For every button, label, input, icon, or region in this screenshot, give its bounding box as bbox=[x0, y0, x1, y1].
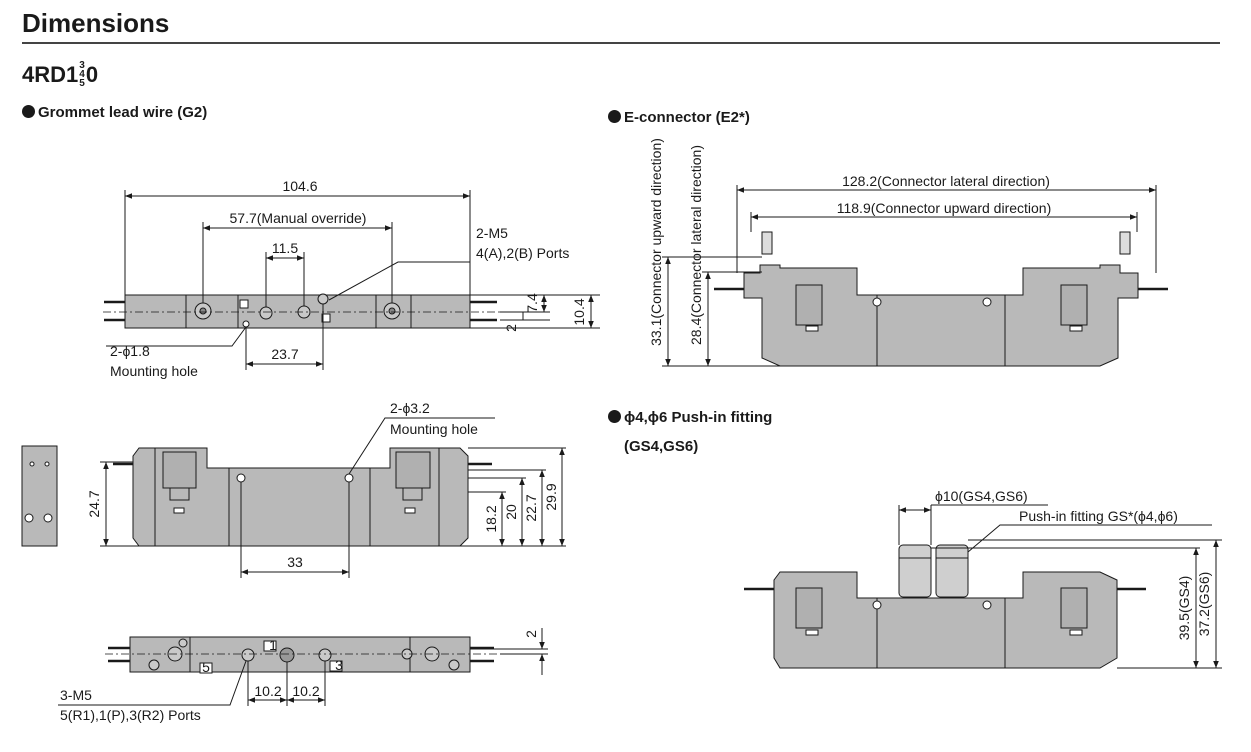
dim-37-2: 37.2(GS6) bbox=[1196, 572, 1212, 637]
dim-28-4: 28.4(Connector lateral direction) bbox=[688, 145, 704, 345]
port-mark-3: 3 bbox=[335, 657, 343, 673]
dim-128-2: 128.2(Connector lateral direction) bbox=[842, 173, 1050, 189]
model-frac-top: 3 bbox=[79, 59, 85, 71]
dim-2-bottom: 2 bbox=[523, 630, 539, 638]
top-view bbox=[103, 190, 600, 370]
dim-33-1: 33.1(Connector upward direction) bbox=[648, 138, 664, 346]
pushin-fitting-left bbox=[898, 544, 932, 598]
dim-10-4: 10.4 bbox=[571, 298, 587, 325]
section-pushin-label: ϕ4,ϕ6 Push-in fitting bbox=[624, 409, 773, 426]
dim-22-7: 22.7 bbox=[523, 494, 539, 521]
valve-body-side bbox=[132, 447, 469, 547]
dim-11-5: 11.5 bbox=[272, 240, 298, 256]
label-hole-3-2: 2-ϕ3.2 bbox=[390, 400, 430, 416]
dim-24-7: 24.7 bbox=[86, 490, 102, 517]
dim-39-5: 39.5(GS4) bbox=[1176, 576, 1192, 641]
section-pushin: ϕ4,ϕ6 Push-in fitting bbox=[608, 409, 772, 426]
model-suffix: 0 bbox=[85, 62, 99, 87]
section-pushin-sub: (GS4,GS6) bbox=[624, 438, 699, 455]
valve-body-econnector bbox=[743, 264, 1139, 367]
pushin-fitting-right bbox=[935, 544, 969, 598]
dim-2-top: 2 bbox=[503, 324, 519, 332]
label-pushin-gs: Push-in fitting GS*(ϕ4,ϕ6) bbox=[1019, 508, 1178, 524]
model-frac-bot: 5 bbox=[79, 77, 85, 89]
valve-body-pushin bbox=[773, 571, 1118, 669]
dim-57-7: 57.7(Manual override) bbox=[230, 210, 367, 226]
section-grommet-label: Grommet lead wire (G2) bbox=[38, 104, 208, 121]
label-4a-2b-ports: 4(A),2(B) Ports bbox=[476, 245, 569, 261]
dim-10-2-a: 10.2 bbox=[254, 683, 281, 699]
section-grommet: Grommet lead wire (G2) bbox=[22, 104, 207, 121]
end-view-small bbox=[21, 445, 58, 547]
bullet-icon bbox=[22, 105, 35, 118]
section-econnector: E-connector (E2*) bbox=[608, 109, 750, 126]
dim-104-6: 104.6 bbox=[282, 178, 317, 194]
port-mark-1: 1 bbox=[269, 637, 277, 653]
dim-10-2-b: 10.2 bbox=[292, 683, 319, 699]
model-frac-mid: 4 bbox=[79, 68, 85, 80]
dim-118-9: 118.9(Connector upward direction) bbox=[837, 200, 1052, 216]
label-phi10: ϕ10(GS4,GS6) bbox=[935, 488, 1028, 504]
label-ports-5r1: 5(R1),1(P),3(R2) Ports bbox=[60, 707, 201, 723]
page-title: Dimensions bbox=[22, 8, 170, 38]
bottom-view bbox=[58, 628, 548, 706]
dim-20: 20 bbox=[503, 504, 519, 520]
title-rule bbox=[22, 42, 1220, 44]
label-hole-1-8: 2-ϕ1.8 bbox=[110, 343, 150, 359]
bullet-icon bbox=[608, 410, 621, 423]
dim-29-9: 29.9 bbox=[543, 483, 559, 510]
bullet-icon bbox=[608, 110, 621, 123]
dim-33: 33 bbox=[287, 554, 303, 570]
side-view bbox=[100, 417, 566, 578]
label-mounting-hole-b: Mounting hole bbox=[390, 421, 478, 437]
valve-body-top bbox=[124, 294, 471, 329]
section-econnector-label: E-connector (E2*) bbox=[624, 109, 750, 126]
econnector-view bbox=[662, 185, 1168, 367]
pushin-view bbox=[744, 504, 1222, 669]
dim-23-7: 23.7 bbox=[271, 346, 298, 362]
dim-18-2: 18.2 bbox=[483, 505, 499, 532]
label-mounting-hole-a: Mounting hole bbox=[110, 363, 198, 379]
label-2-m5: 2-M5 bbox=[476, 225, 508, 241]
model-prefix: 4RD1 bbox=[22, 62, 79, 87]
label-3-m5: 3-M5 bbox=[60, 687, 92, 703]
port-mark-5: 5 bbox=[202, 659, 210, 675]
dim-7-4: 7.4 bbox=[524, 293, 540, 313]
